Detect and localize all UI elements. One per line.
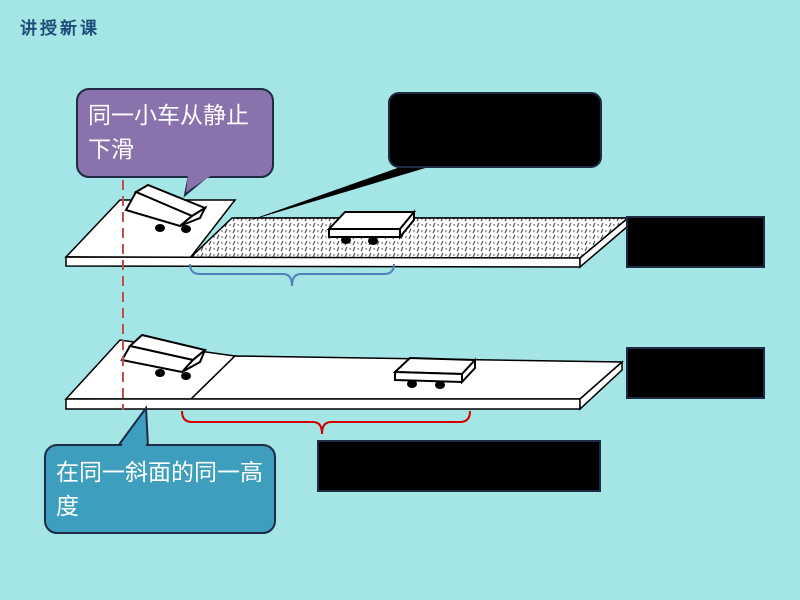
bottom-track <box>64 333 624 435</box>
top-distance-brace <box>189 263 395 287</box>
top-track <box>64 183 631 287</box>
callout-same-height-text: 在同一斜面的同一高度 <box>56 460 263 520</box>
hidden-label-bottom-distance <box>317 440 601 492</box>
callout-same-cart-text: 同一小车从静止下滑 <box>88 103 249 163</box>
top-board-edge <box>65 256 581 268</box>
bottom-distance-brace <box>181 410 471 435</box>
hidden-label-bottom-result <box>626 347 765 399</box>
hidden-label-surface <box>245 92 602 222</box>
top-cart-end <box>326 209 417 245</box>
bottom-board-end <box>579 360 623 411</box>
page-header-title: 讲授新课 <box>20 19 100 39</box>
top-cart-start <box>124 183 208 233</box>
callout-same-height <box>44 405 276 534</box>
bottom-cart-start <box>120 333 208 380</box>
bottom-cart-end <box>392 356 478 389</box>
hidden-label-top-result <box>626 216 765 268</box>
callout-same-cart <box>76 88 274 198</box>
bottom-board-edge <box>65 398 581 410</box>
